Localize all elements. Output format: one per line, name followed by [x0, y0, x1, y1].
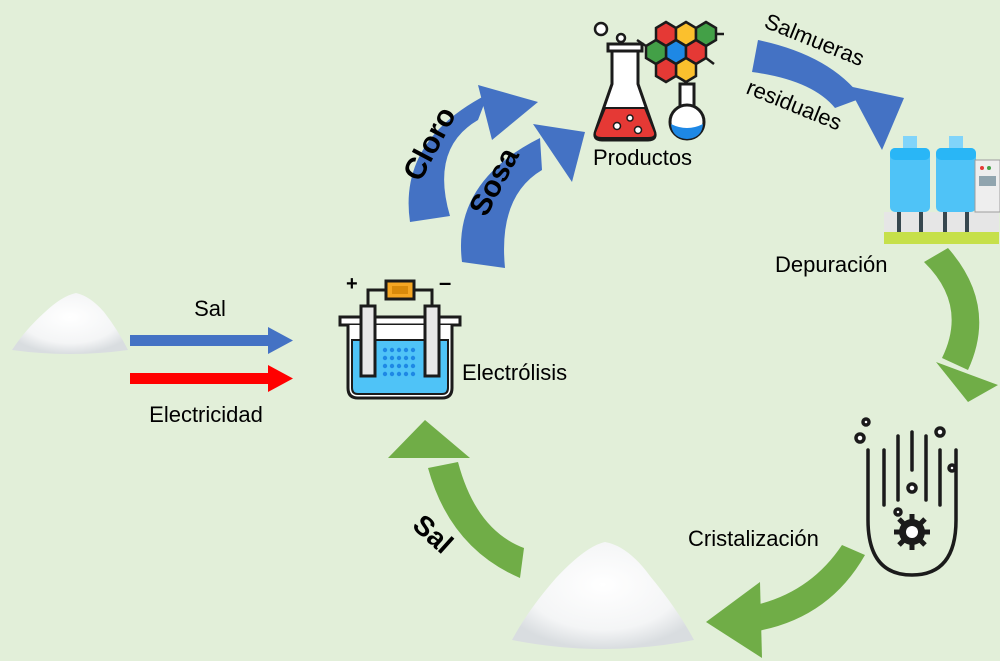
- sosa-arrow: [460, 124, 585, 268]
- electrolisis-label: Electrólisis: [462, 360, 567, 385]
- salmueras-arrow: [752, 40, 904, 150]
- electricidad-label: Electricidad: [149, 402, 263, 427]
- cristalizacion-label: Cristalización: [688, 526, 819, 551]
- salt-pile-small-icon: [12, 293, 128, 354]
- electricidad-arrow: [130, 365, 293, 392]
- productos-label: Productos: [593, 145, 692, 170]
- electrolysis-cell-icon: + –: [338, 270, 462, 400]
- water-treatment-plant-icon: [884, 136, 1000, 244]
- svg-text:+: +: [346, 273, 358, 295]
- cloro-label: Cloro: [397, 102, 463, 187]
- sal-input-arrow: [130, 327, 293, 354]
- salt-pile-large-icon: [512, 542, 694, 649]
- depuracion-label: Depuración: [775, 252, 888, 277]
- svg-text:–: –: [439, 270, 451, 295]
- crystallization-hand-icon: [854, 417, 958, 577]
- gear-icon: [894, 514, 930, 550]
- chemistry-flask-icon: [593, 20, 724, 142]
- cristalizacion-to-sal-arrow: [706, 545, 865, 658]
- sal-input-label: Sal: [194, 296, 226, 321]
- depuracion-to-cristalizacion-arrow: [924, 248, 998, 402]
- sal-return-arrow: [388, 420, 524, 578]
- cloro-arrow: [408, 85, 538, 222]
